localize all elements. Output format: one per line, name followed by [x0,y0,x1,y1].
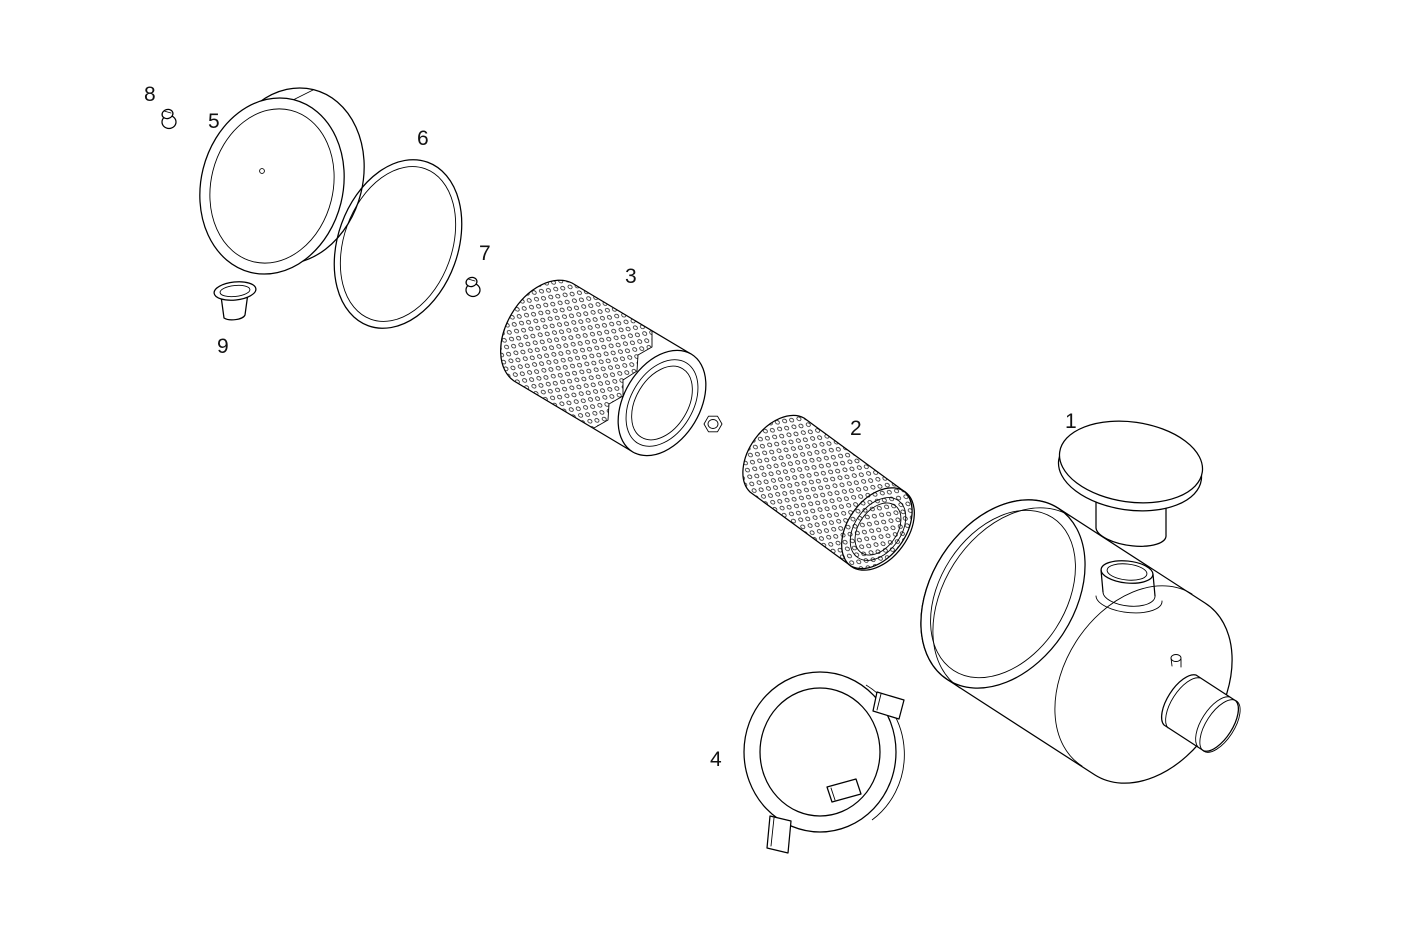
part-label-5: 5 [208,110,220,133]
cover-inner-ring [209,108,335,264]
clamp-outer [743,671,897,833]
filter3-end-rim [625,359,699,447]
valve7-cap [465,276,478,288]
outlet-end-rim [1199,699,1241,753]
part-label-9: 9 [217,335,229,358]
filter3-end-hole [631,365,693,441]
outlet-collar [1195,696,1231,748]
inlet-flange-arc [1095,595,1163,614]
cap-dome [1058,420,1204,504]
clamp-foot [766,815,792,854]
nut-hole [707,419,719,429]
part-3-filter-element-outer [500,279,707,457]
filter3-end-face [617,349,707,457]
stud-side-left [1170,657,1173,667]
clamp-tab-bottom-fold [830,787,836,801]
cover-center-hole [259,168,265,174]
part-label-8: 8 [144,83,156,106]
stud-top [1170,654,1182,662]
plug-top [213,281,257,301]
cap-neck [1095,499,1167,547]
housing-left-seam [932,507,1071,689]
inlet-base-arc [1102,591,1156,607]
part-6-gasket-ring [333,159,463,329]
filter2-end-face [841,487,915,571]
clamp-tab-right-fold [876,693,882,711]
part-label-6: 6 [417,127,429,150]
valve8-cap [161,108,174,120]
part-2-filter-element-inner [742,414,915,571]
part-7-valve [465,276,481,298]
part-9-rubber-plug [213,281,257,321]
plug-top-inner [219,284,251,298]
clamp-tab-right [872,691,905,720]
inlet-side-right [1152,573,1156,597]
valve8-slit [163,110,172,114]
filter3-mesh [500,280,652,428]
cover-rim-edge-top [292,89,314,101]
clamp-inner [759,687,881,817]
filter2-mesh [742,415,913,569]
part-4-clamp-band [743,671,905,854]
housing-left-end-inner [930,509,1076,679]
gasket-outer [333,159,463,329]
part-labels: 1 2 3 4 5 6 7 8 9 [144,83,1077,771]
part-label-1: 1 [1065,410,1077,433]
inlet-opening [1106,563,1148,581]
gasket-inner [339,166,457,322]
clamp-tab-bottom [826,778,862,803]
inlet-side-left [1100,569,1104,593]
housing-stud [1170,654,1182,668]
outlet-base-collar [1165,677,1201,729]
valve7-slit [467,278,476,282]
housing-right-seam [1054,585,1193,767]
filter2-end-hole [854,502,902,556]
part-label-2: 2 [850,417,862,440]
hex-nut [703,415,723,433]
filter2-end-rim [849,497,907,561]
housing-cap [1057,420,1204,547]
part-5-end-cover [199,87,365,275]
inlet-stub [1095,560,1163,614]
housing-left-end [920,499,1086,689]
part-8-valve [161,108,177,130]
filter3-mesh-serrated-edge [593,330,653,429]
cover-face [199,97,345,275]
part-label-4: 4 [710,748,722,771]
nut-hex [703,415,723,433]
part-label-7: 7 [479,242,491,265]
part-1-housing [920,420,1241,784]
part-label-3: 3 [625,265,637,288]
clamp-foot-fold [770,817,775,847]
inlet-top [1100,560,1154,584]
